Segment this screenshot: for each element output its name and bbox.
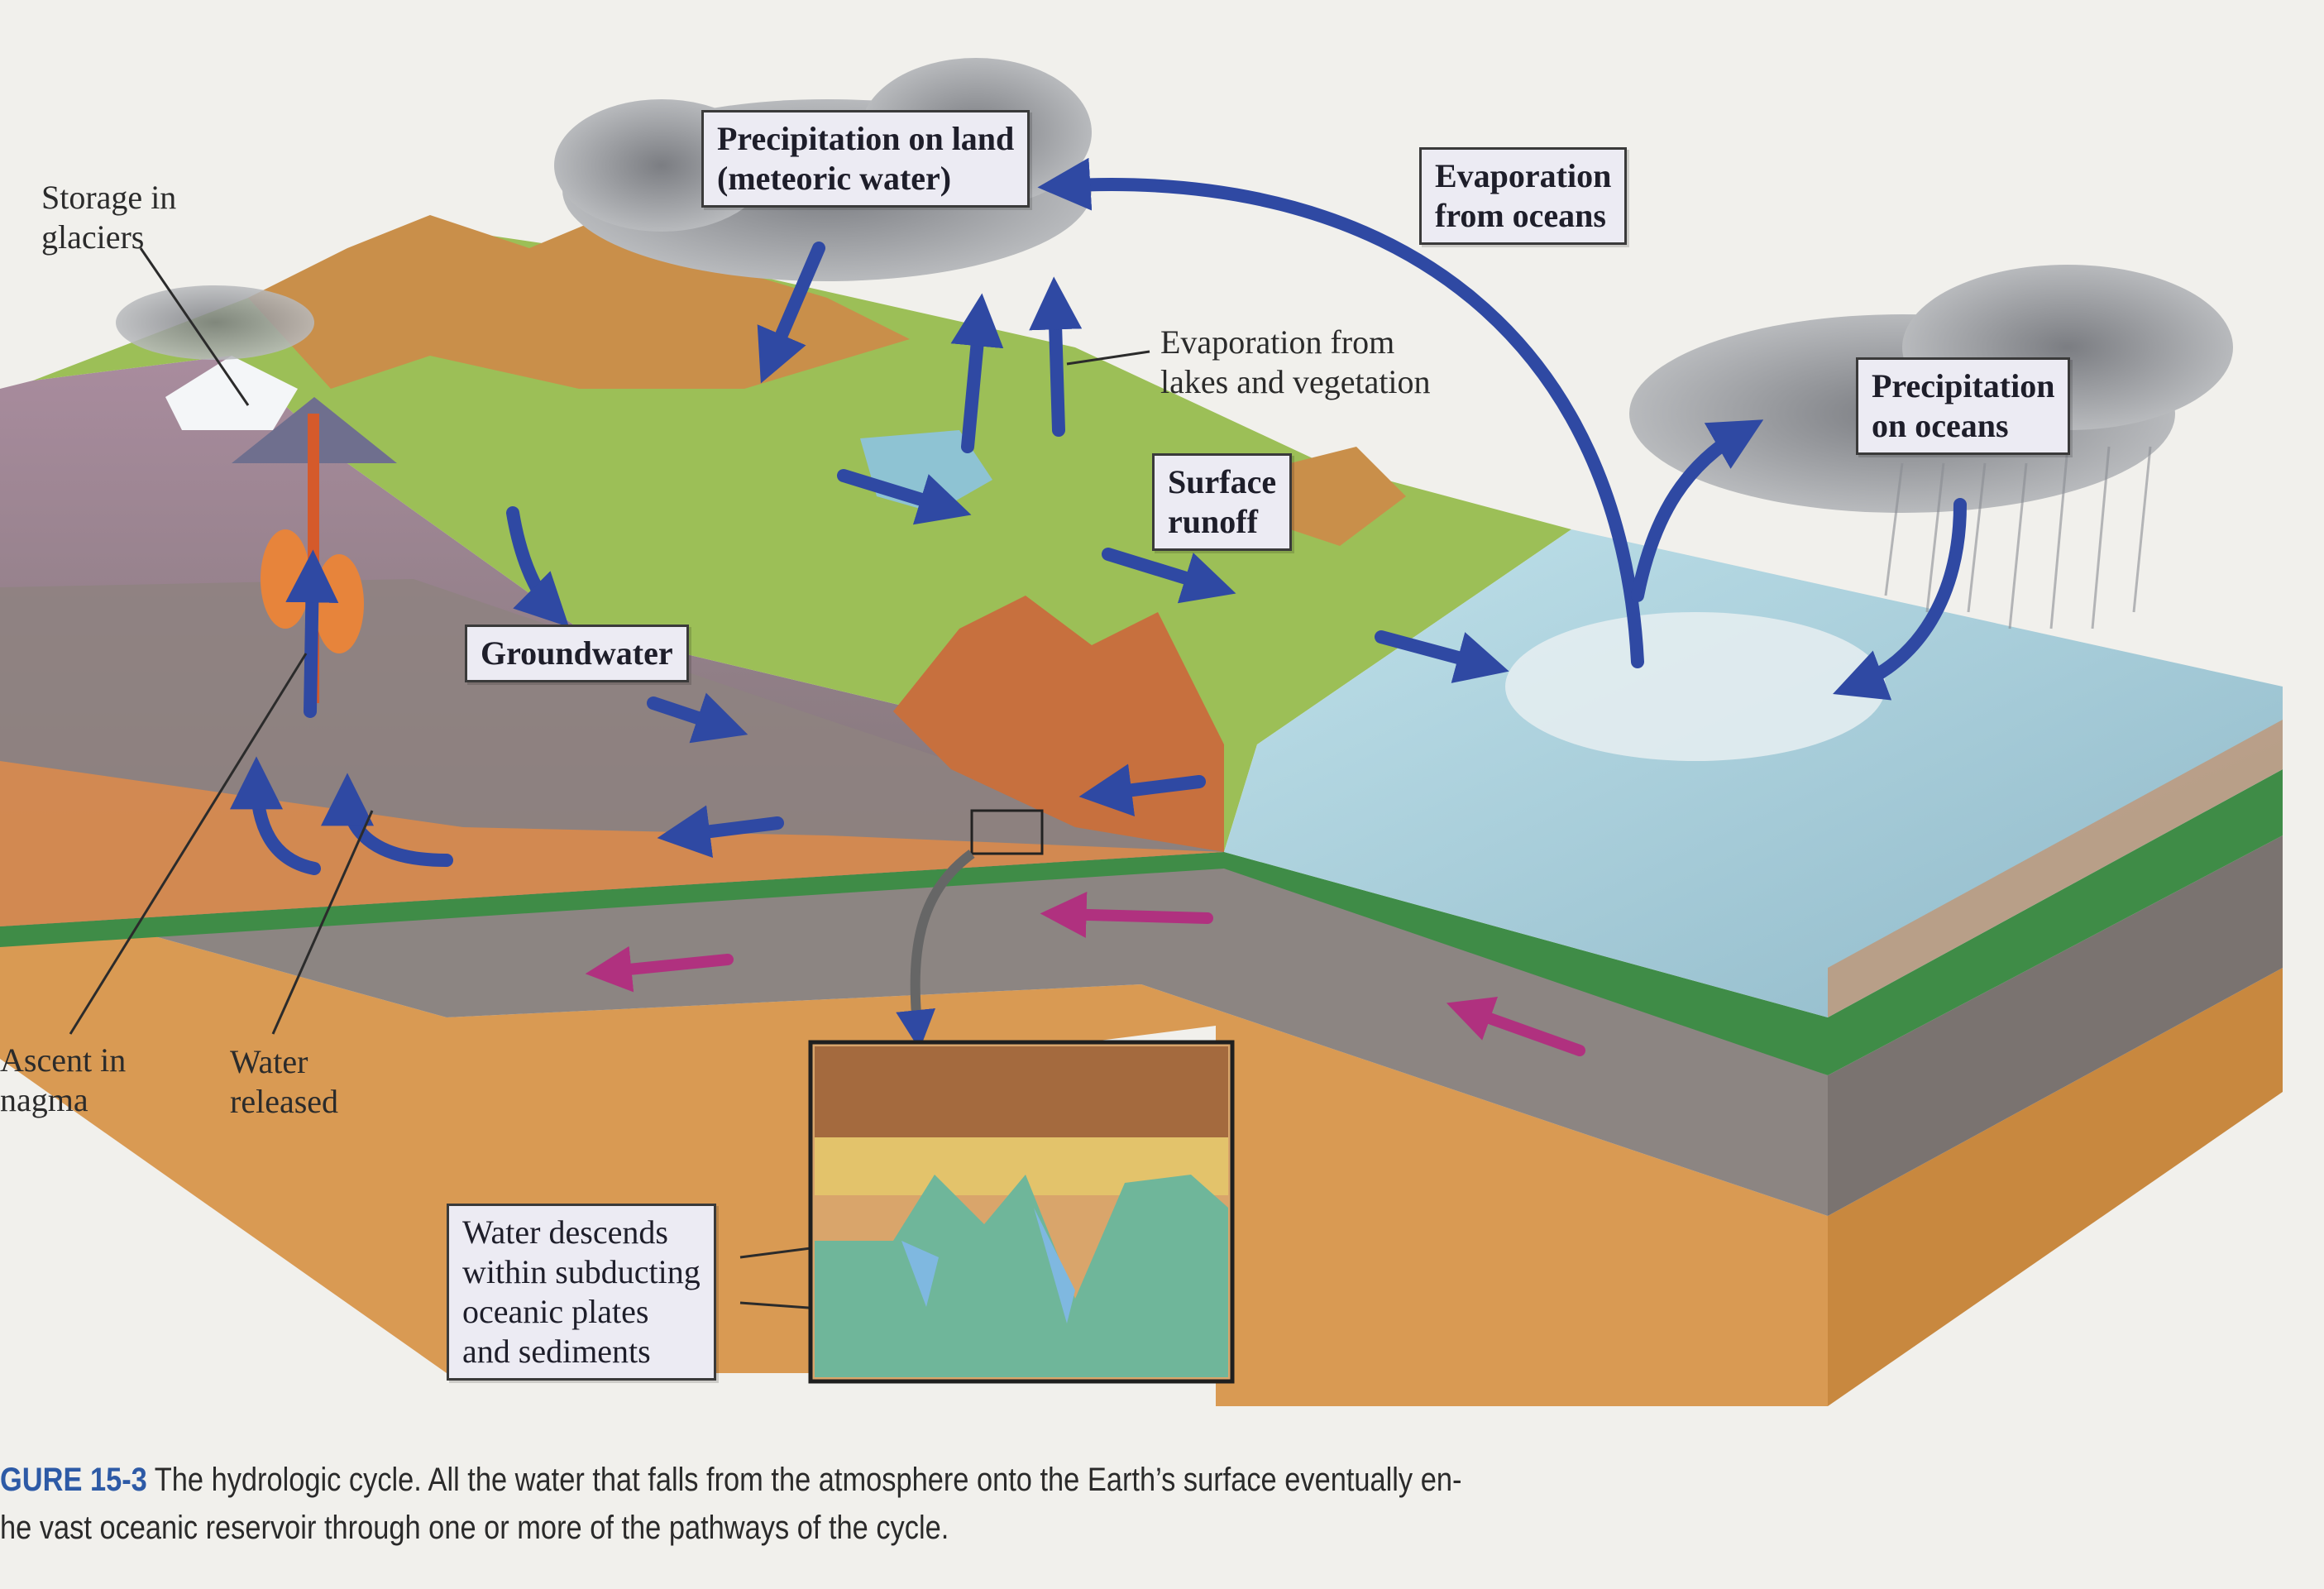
ocean-front-face bbox=[1828, 720, 2283, 1017]
arrow-subsurface-2 bbox=[657, 805, 784, 858]
caption-line-2: he vast oceanic reservoir through one or… bbox=[0, 1510, 949, 1546]
arrow-ocean-evap-to-cloud bbox=[1631, 419, 1764, 602]
zoom-arrow bbox=[896, 850, 975, 1051]
arrow-evap-oceans bbox=[1037, 157, 1644, 668]
arrow-plate-2 bbox=[585, 945, 734, 993]
mantle-right-side bbox=[1828, 968, 2283, 1406]
arrow-runoff-1 bbox=[837, 469, 972, 525]
arrow-water-released bbox=[321, 773, 453, 867]
lower-crust bbox=[0, 852, 1828, 1216]
label-precipitation-on-land: Precipitation on land (meteoric water) bbox=[701, 110, 1030, 208]
magma-zone bbox=[0, 761, 1224, 926]
arrow-subsurface-1 bbox=[1078, 763, 1206, 816]
arrow-groundwater-down bbox=[506, 506, 570, 628]
arrow-runoff-2 bbox=[1102, 548, 1236, 604]
leader-ascent-magma bbox=[69, 653, 308, 1035]
caption-line-1: The hydrologic cycle. All the water that… bbox=[146, 1462, 1462, 1498]
cloud-glacier bbox=[116, 285, 314, 360]
ocean-mist bbox=[1505, 612, 1886, 761]
mountains-back bbox=[248, 207, 910, 389]
label-precipitation-on-oceans: Precipitation on oceans bbox=[1856, 357, 2071, 455]
leader-water-released bbox=[271, 810, 374, 1035]
glacier bbox=[165, 356, 298, 430]
label-evaporation-from-oceans: Evaporation from oceans bbox=[1419, 147, 1628, 245]
label-evaporation-from-lakes: Evaporation from lakes and vegetation bbox=[1160, 323, 1431, 400]
arrow-precip-oceans bbox=[1833, 498, 1967, 701]
arrow-plate-3 bbox=[1446, 996, 1585, 1056]
label-groundwater: Groundwater bbox=[465, 625, 689, 682]
lower-crust-side bbox=[1828, 835, 2283, 1216]
arrow-groundwater-flow bbox=[647, 692, 748, 744]
inset-panel bbox=[808, 1040, 1235, 1384]
arrow-precip-land bbox=[757, 242, 825, 384]
figure-caption: GURE 15-3 The hydrologic cycle. All the … bbox=[0, 1456, 1992, 1552]
zoom-source-box bbox=[970, 809, 1044, 855]
oceanic-plate-band bbox=[0, 769, 2283, 1075]
leader-glaciers bbox=[139, 247, 250, 406]
label-ascent-in-magma: Ascent in nagma bbox=[0, 1041, 127, 1118]
arrow-water-released-2 bbox=[230, 756, 321, 875]
figure-number: GURE 15-3 bbox=[0, 1462, 147, 1498]
magma-chamber-2 bbox=[314, 554, 364, 653]
leader-evap-lakes bbox=[1066, 350, 1150, 366]
label-surface-runoff: Surface runoff bbox=[1152, 453, 1293, 551]
arrow-ascent-magma bbox=[285, 549, 339, 718]
label-water-descends: Water descends within subducting oceanic… bbox=[447, 1204, 716, 1381]
arrow-plate-1 bbox=[1040, 891, 1213, 938]
label-storage-glaciers: Storage in glaciers bbox=[41, 179, 177, 256]
magma-chamber-1 bbox=[261, 529, 310, 629]
arrow-runoff-3 bbox=[1375, 630, 1509, 683]
ocean-rain bbox=[1884, 446, 2152, 629]
arrow-evap-lake-2 bbox=[1029, 276, 1083, 437]
arrow-evap-lake-1 bbox=[950, 293, 1004, 453]
label-water-released: Water released bbox=[230, 1043, 339, 1120]
